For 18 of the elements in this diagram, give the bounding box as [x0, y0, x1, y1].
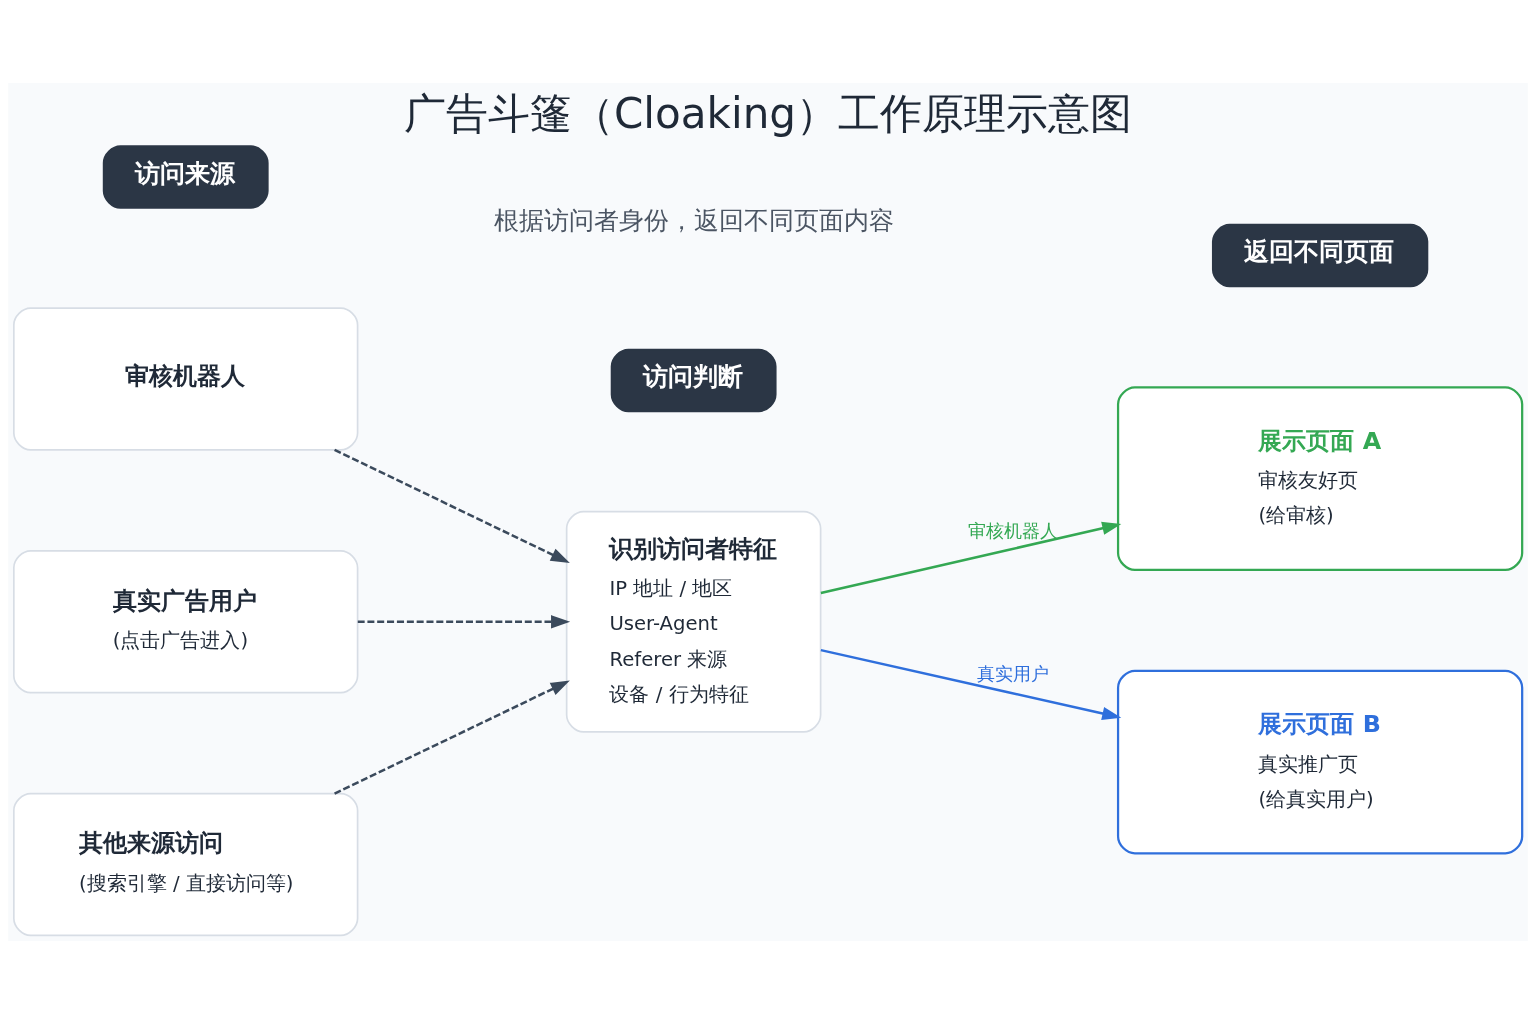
label: 根据访问者身份，返回不同页面内容 [493, 206, 894, 236]
node-box: 真实广告用户 (点击广告进入) [13, 550, 359, 694]
edge-label: 真实用户 [976, 662, 1049, 684]
node-box: 审核机器人 [13, 307, 359, 451]
node-box: 识别访问者特征 IP 地址 / 地区 User-Agent Referer 来源 设备 / 行为特征 [565, 510, 822, 733]
arrow [820, 648, 1122, 721]
diagram-title: 广告斗篷（Cloaking）工作原理示意图 [403, 88, 1133, 138]
edge-label: 审核机器人 [967, 519, 1058, 541]
node-box: 访问来源 [102, 145, 269, 209]
node-box: 访问判断 [610, 348, 777, 413]
arrow [334, 448, 570, 563]
arrow [334, 680, 570, 795]
node-box: 展示页面 B 真实推广页 (给真实用户) [1116, 669, 1524, 855]
arrow [357, 615, 571, 629]
node-box: 返回不同页面 [1211, 223, 1429, 288]
node-box: 展示页面 A 审核友好页 (给审核) [1116, 386, 1524, 571]
arrow [820, 521, 1122, 595]
node-box: 其他来源访问 (搜索引擎 / 直接访问等) [13, 792, 359, 937]
